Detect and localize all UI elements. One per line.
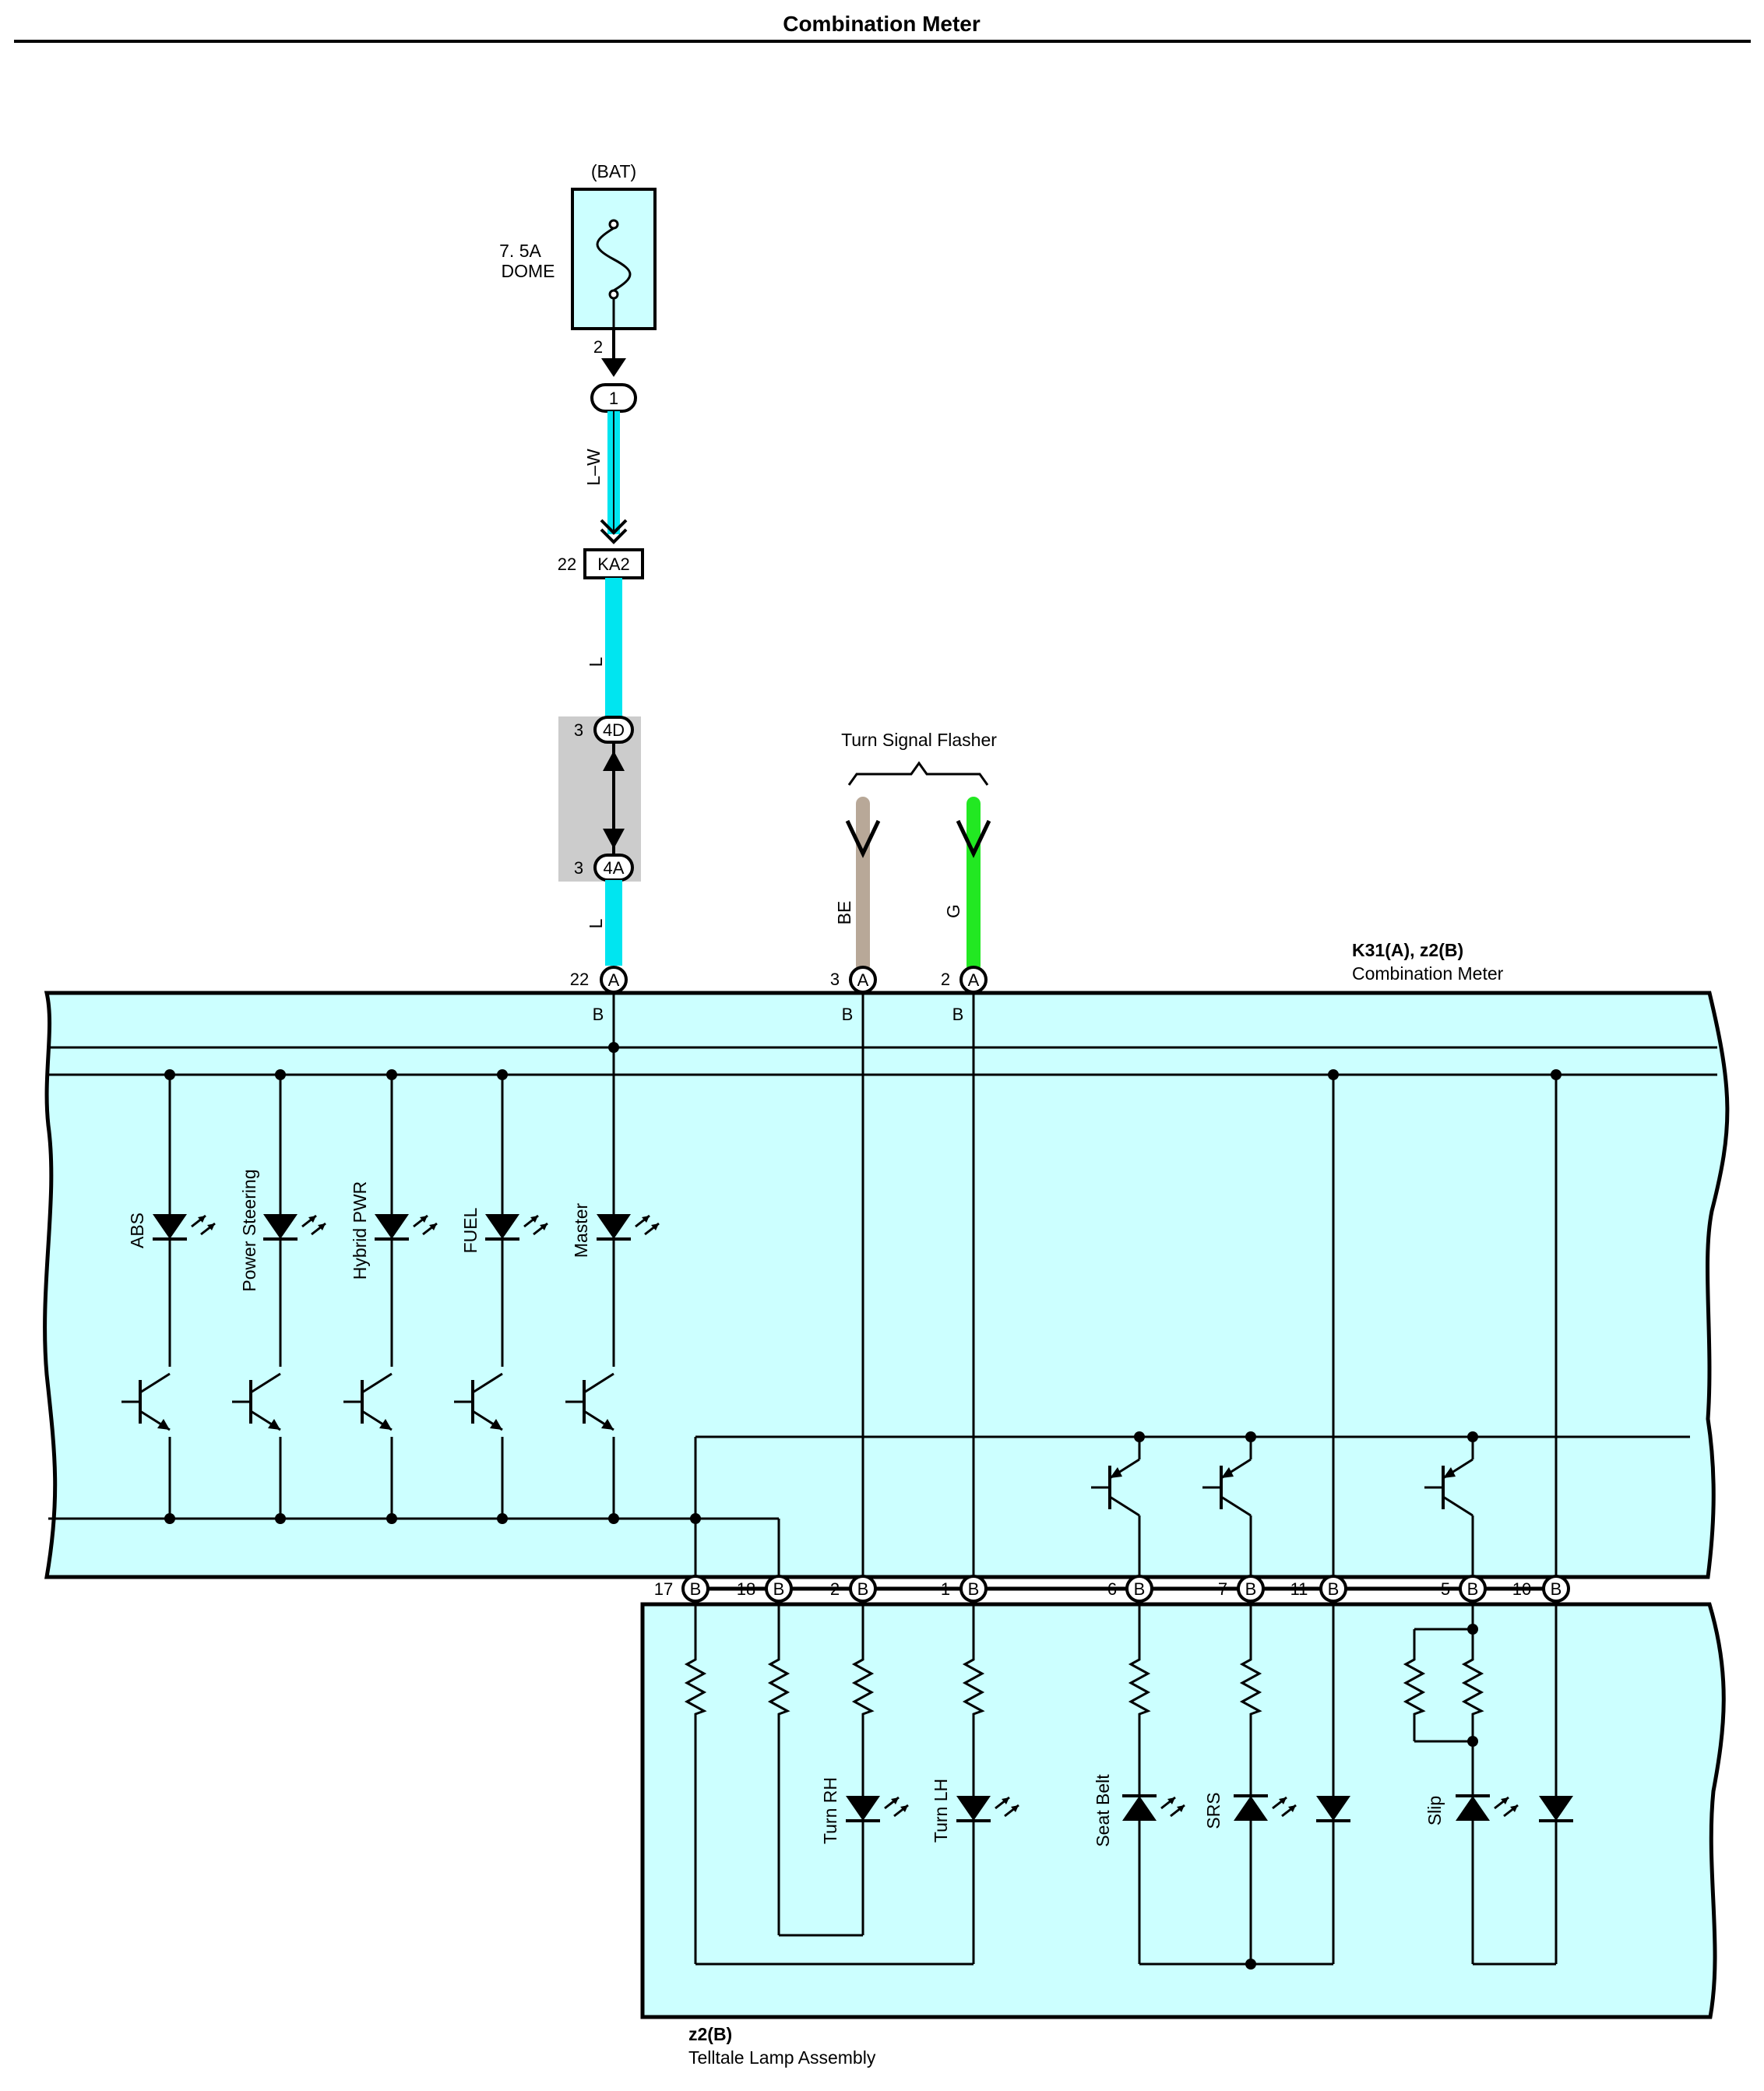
lamp-label-slip: Slip xyxy=(1424,1796,1445,1825)
svg-text:B: B xyxy=(1467,1579,1479,1599)
connector-1-label: 1 xyxy=(609,389,618,408)
pin-b-5: 5 B xyxy=(1441,1575,1487,1603)
svg-text:B: B xyxy=(1551,1579,1562,1599)
telltale-junction-dots xyxy=(1245,1624,1478,1970)
meter-label: K31(A), z2(B) xyxy=(1352,940,1463,960)
pin-b-10: 10 B xyxy=(1512,1575,1570,1603)
svg-text:B: B xyxy=(593,1005,604,1024)
indicator-label-abs: ABS xyxy=(127,1213,147,1248)
svg-text:B: B xyxy=(952,1005,964,1024)
svg-text:B: B xyxy=(690,1579,702,1599)
svg-text:1: 1 xyxy=(941,1579,950,1599)
svg-text:18: 18 xyxy=(737,1579,755,1599)
svg-text:B: B xyxy=(1245,1579,1257,1599)
wire-lw-label: L–W xyxy=(583,449,604,486)
svg-text:B: B xyxy=(842,1005,854,1024)
telltale-label: z2(B) xyxy=(688,2024,732,2044)
svg-text:A: A xyxy=(968,970,980,990)
splice-box xyxy=(558,716,641,882)
fuse-source-label: (BAT) xyxy=(591,161,636,181)
arrow-down-icon xyxy=(603,829,625,849)
svg-text:B: B xyxy=(857,1579,869,1599)
svg-text:11: 11 xyxy=(1290,1579,1308,1599)
c4d-label: 4D xyxy=(603,720,625,740)
telltale-name: Telltale Lamp Assembly xyxy=(688,2047,876,2068)
indicator-label-power-steering: Power Steering xyxy=(239,1169,259,1291)
svg-text:2: 2 xyxy=(830,1579,840,1599)
indicator-label-master: Master xyxy=(571,1203,591,1258)
ka2-label: KA2 xyxy=(597,554,630,574)
c4d-pin: 3 xyxy=(574,720,583,740)
arrow-down-icon xyxy=(601,358,626,377)
arrow-up-icon xyxy=(603,751,625,771)
lamp-label-seat-belt: Seat Belt xyxy=(1093,1774,1113,1847)
indicator-label-fuel: FUEL xyxy=(460,1207,481,1253)
svg-text:17: 17 xyxy=(654,1579,673,1599)
meter-box xyxy=(43,991,1730,1579)
svg-text:3: 3 xyxy=(830,970,840,989)
svg-text:A: A xyxy=(608,970,620,990)
lamp-label-turn-rh: Turn RH xyxy=(820,1777,840,1844)
indicator-label-hybrid-pwr: Hybrid PWR xyxy=(350,1181,370,1280)
chevron-down-icon xyxy=(956,819,991,858)
fuse-name: DOME xyxy=(502,261,555,281)
pin-b-1: 1 B xyxy=(941,1575,988,1603)
svg-text:5: 5 xyxy=(1441,1579,1450,1599)
flasher-label: Turn Signal Flasher xyxy=(841,730,997,750)
c4a-pin: 3 xyxy=(574,858,583,878)
svg-text:6: 6 xyxy=(1107,1579,1117,1599)
flasher-bracket xyxy=(847,761,989,786)
pin-b-6: 6 B xyxy=(1107,1575,1153,1603)
svg-text:2: 2 xyxy=(941,970,950,989)
svg-text:B: B xyxy=(1134,1579,1146,1599)
chevron-down-icon xyxy=(845,819,881,858)
telltale-internal-wiring xyxy=(694,1601,1558,1966)
fuse-rating: 7. 5A xyxy=(499,241,541,261)
lamp-label-turn-lh: Turn LH xyxy=(931,1779,951,1843)
svg-text:7: 7 xyxy=(1218,1579,1227,1599)
svg-text:A: A xyxy=(857,970,869,990)
fuse-icon xyxy=(596,219,632,329)
svg-text:B: B xyxy=(773,1579,785,1599)
telltale-box xyxy=(640,1602,1726,2019)
svg-text:B: B xyxy=(968,1579,980,1599)
junction-dots xyxy=(164,1042,1562,1524)
double-chevron-icon xyxy=(600,519,628,544)
meter-name: Combination Meter xyxy=(1352,963,1504,984)
ka2-pin: 22 xyxy=(558,554,576,574)
wire-g-label: G xyxy=(943,904,963,918)
pin-b-2: 2 B xyxy=(830,1575,877,1603)
pin-b-17: 17 B xyxy=(654,1575,709,1603)
svg-text:B: B xyxy=(1328,1579,1340,1599)
c4a-label: 4A xyxy=(604,858,625,878)
pin-b-7: 7 B xyxy=(1218,1575,1265,1603)
svg-text:10: 10 xyxy=(1512,1579,1531,1599)
fuse-out-pin: 2 xyxy=(593,337,603,357)
lamp-label-srs: SRS xyxy=(1203,1792,1224,1829)
pin-b-18: 18 B xyxy=(737,1575,793,1603)
wire-l-label-1: L xyxy=(586,657,606,667)
diagram-title: Combination Meter xyxy=(783,12,981,36)
connector-ka2 xyxy=(583,548,644,579)
svg-text:22: 22 xyxy=(570,970,589,989)
wire-be-label: BE xyxy=(834,901,854,925)
meter-internal-wiring xyxy=(48,992,1717,1586)
wire-l-label-2: L xyxy=(586,918,606,928)
pin-b-11: 11 B xyxy=(1290,1575,1347,1603)
